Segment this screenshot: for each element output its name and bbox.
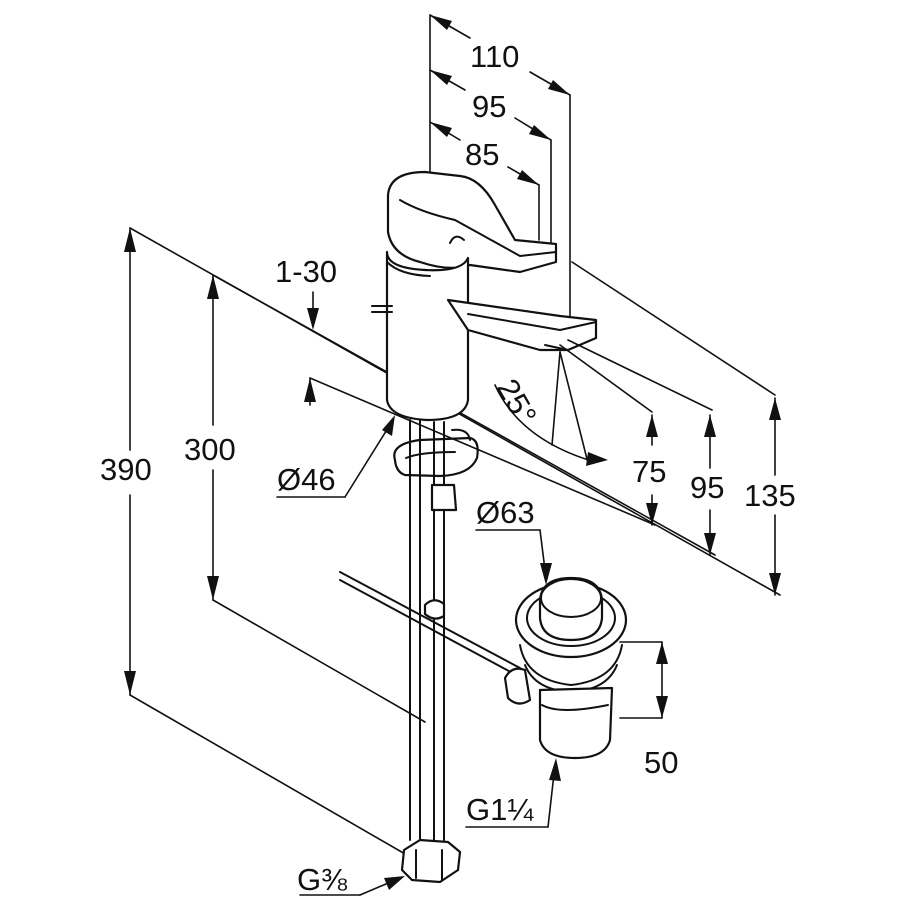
dim-angle-25: 25° <box>490 351 608 466</box>
dim-50-label: 50 <box>644 745 678 780</box>
connection-nut <box>400 838 462 884</box>
dim-1-30: 1-30 <box>275 254 337 330</box>
dim-95-right-label: 95 <box>690 470 724 505</box>
dim-75-label: 75 <box>632 454 666 489</box>
thread-g1-1-4-label: G1¼ <box>466 792 534 827</box>
dim-diameter-63: Ø63 <box>475 495 552 585</box>
dim-135-label: 135 <box>744 478 796 513</box>
right-dimensions: 75 95 135 <box>304 261 796 596</box>
top-dimensions: 110 95 85 <box>429 14 571 336</box>
dim-390-label: 390 <box>100 452 152 487</box>
thread-g3-8: G⅜ <box>297 862 405 897</box>
dim-1-30-label: 1-30 <box>275 254 337 289</box>
dim-diameter-63-label: Ø63 <box>476 495 535 530</box>
faucet-body <box>371 170 598 884</box>
dim-300: 300 <box>184 274 716 723</box>
dim-95-top-label: 95 <box>472 89 506 124</box>
thread-g3-8-label: G⅜ <box>297 862 347 897</box>
faucet-spout <box>446 298 598 352</box>
dim-50: 50 <box>619 641 678 780</box>
waste-valve <box>339 571 628 760</box>
dim-300-label: 300 <box>184 432 236 467</box>
waste-tail <box>538 686 614 760</box>
dim-diameter-46-label: Ø46 <box>277 462 336 497</box>
dim-diameter-46: Ø46 <box>276 415 395 498</box>
thread-g1-1-4: G1¼ <box>465 758 561 828</box>
faucet-cylinder <box>385 250 470 422</box>
dim-angle-25-label: 25° <box>490 373 544 431</box>
lever-handle <box>386 170 558 274</box>
dim-85-label: 85 <box>465 137 499 172</box>
dim-110-label: 110 <box>470 39 519 74</box>
waste-plug <box>538 576 604 642</box>
